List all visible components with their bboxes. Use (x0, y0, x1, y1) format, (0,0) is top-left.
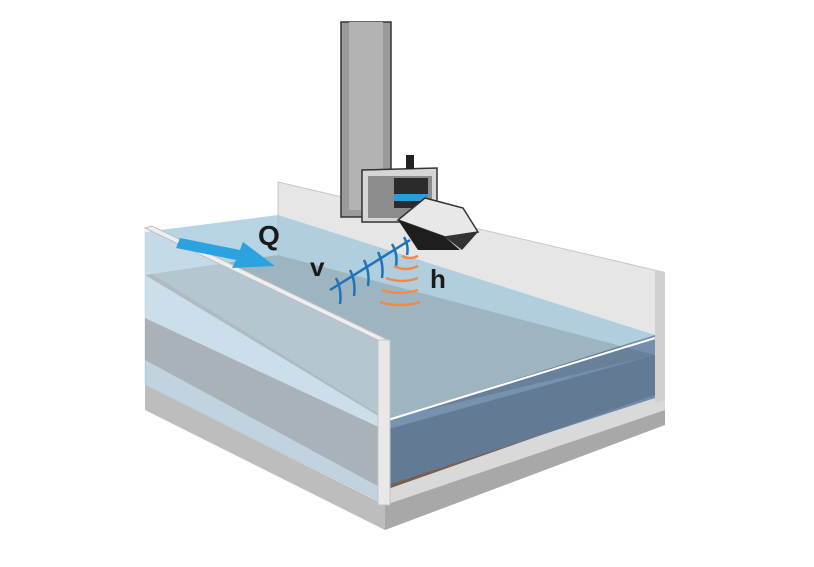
water-edge-line (387, 337, 656, 421)
level-label: h (430, 264, 446, 294)
end-wall (655, 270, 665, 402)
base-slab-front (145, 385, 385, 530)
base-slab-side (385, 410, 665, 530)
velocity-label: v (310, 252, 325, 282)
glass-corner (377, 339, 391, 506)
water-surface (145, 215, 655, 420)
water-front (145, 270, 388, 505)
flow-label: Q (258, 220, 280, 251)
velocity-wave-icon (329, 236, 411, 305)
sensor-cable-gland (406, 155, 414, 169)
sensor-head-side (445, 232, 478, 250)
flow-arrow-icon (176, 238, 275, 268)
water-end (388, 335, 655, 485)
sensor-head-face (398, 220, 460, 250)
sensor-ring (394, 194, 428, 201)
level-wave-icon (379, 254, 421, 307)
